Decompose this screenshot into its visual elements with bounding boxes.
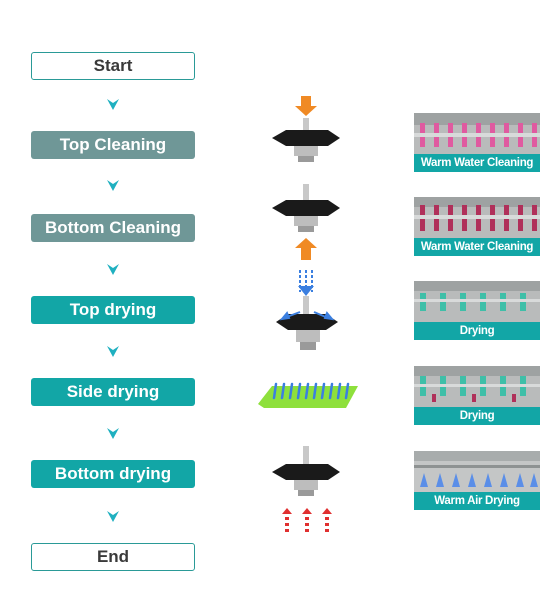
photo-drying-side: Drying: [414, 366, 540, 425]
photo-drying-top: Drying: [414, 281, 540, 340]
side-drying-brush-icon: [258, 382, 358, 408]
step-label: Bottom drying: [54, 464, 172, 483]
photo-caption: Warm Water Cleaning: [414, 238, 540, 256]
step-bottom-drying: Bottom drying: [31, 460, 195, 488]
photo-caption: Drying: [414, 322, 540, 340]
down-arrow-icon: [107, 264, 119, 275]
step-side-drying: Side drying: [31, 378, 195, 406]
photo-caption: Warm Water Cleaning: [414, 154, 540, 172]
down-arrow-icon: [107, 346, 119, 357]
step-label: Side drying: [66, 382, 160, 401]
down-arrow-icon: [107, 180, 119, 191]
down-arrow-icon: [107, 428, 119, 439]
photo-warm-water-cleaning-bottom: Warm Water Cleaning: [414, 197, 540, 256]
bottom-cleaning-nozzle-icon: [272, 184, 340, 260]
down-arrow-icon: [107, 99, 119, 110]
step-label: Start: [93, 56, 133, 75]
step-end: End: [31, 543, 195, 571]
step-top-drying: Top drying: [31, 296, 195, 324]
photo-caption: Drying: [414, 407, 540, 425]
step-bottom-cleaning: Bottom Cleaning: [31, 214, 195, 242]
step-top-cleaning: Top Cleaning: [31, 131, 195, 159]
top-cleaning-nozzle-icon: [272, 96, 340, 162]
photo-warm-water-cleaning-top: Warm Water Cleaning: [414, 113, 540, 172]
step-label: End: [96, 547, 130, 566]
step-start: Start: [31, 52, 195, 80]
step-label: Bottom Cleaning: [45, 218, 181, 237]
step-label: Top drying: [69, 300, 157, 319]
top-drying-nozzle-icon: [276, 270, 338, 350]
down-arrow-icon: [107, 511, 119, 522]
photo-warm-air-drying: Warm Air Drying: [414, 451, 540, 510]
bottom-drying-nozzle-icon: [272, 446, 340, 532]
photo-caption: Warm Air Drying: [414, 492, 540, 510]
step-label: Top Cleaning: [59, 135, 167, 154]
